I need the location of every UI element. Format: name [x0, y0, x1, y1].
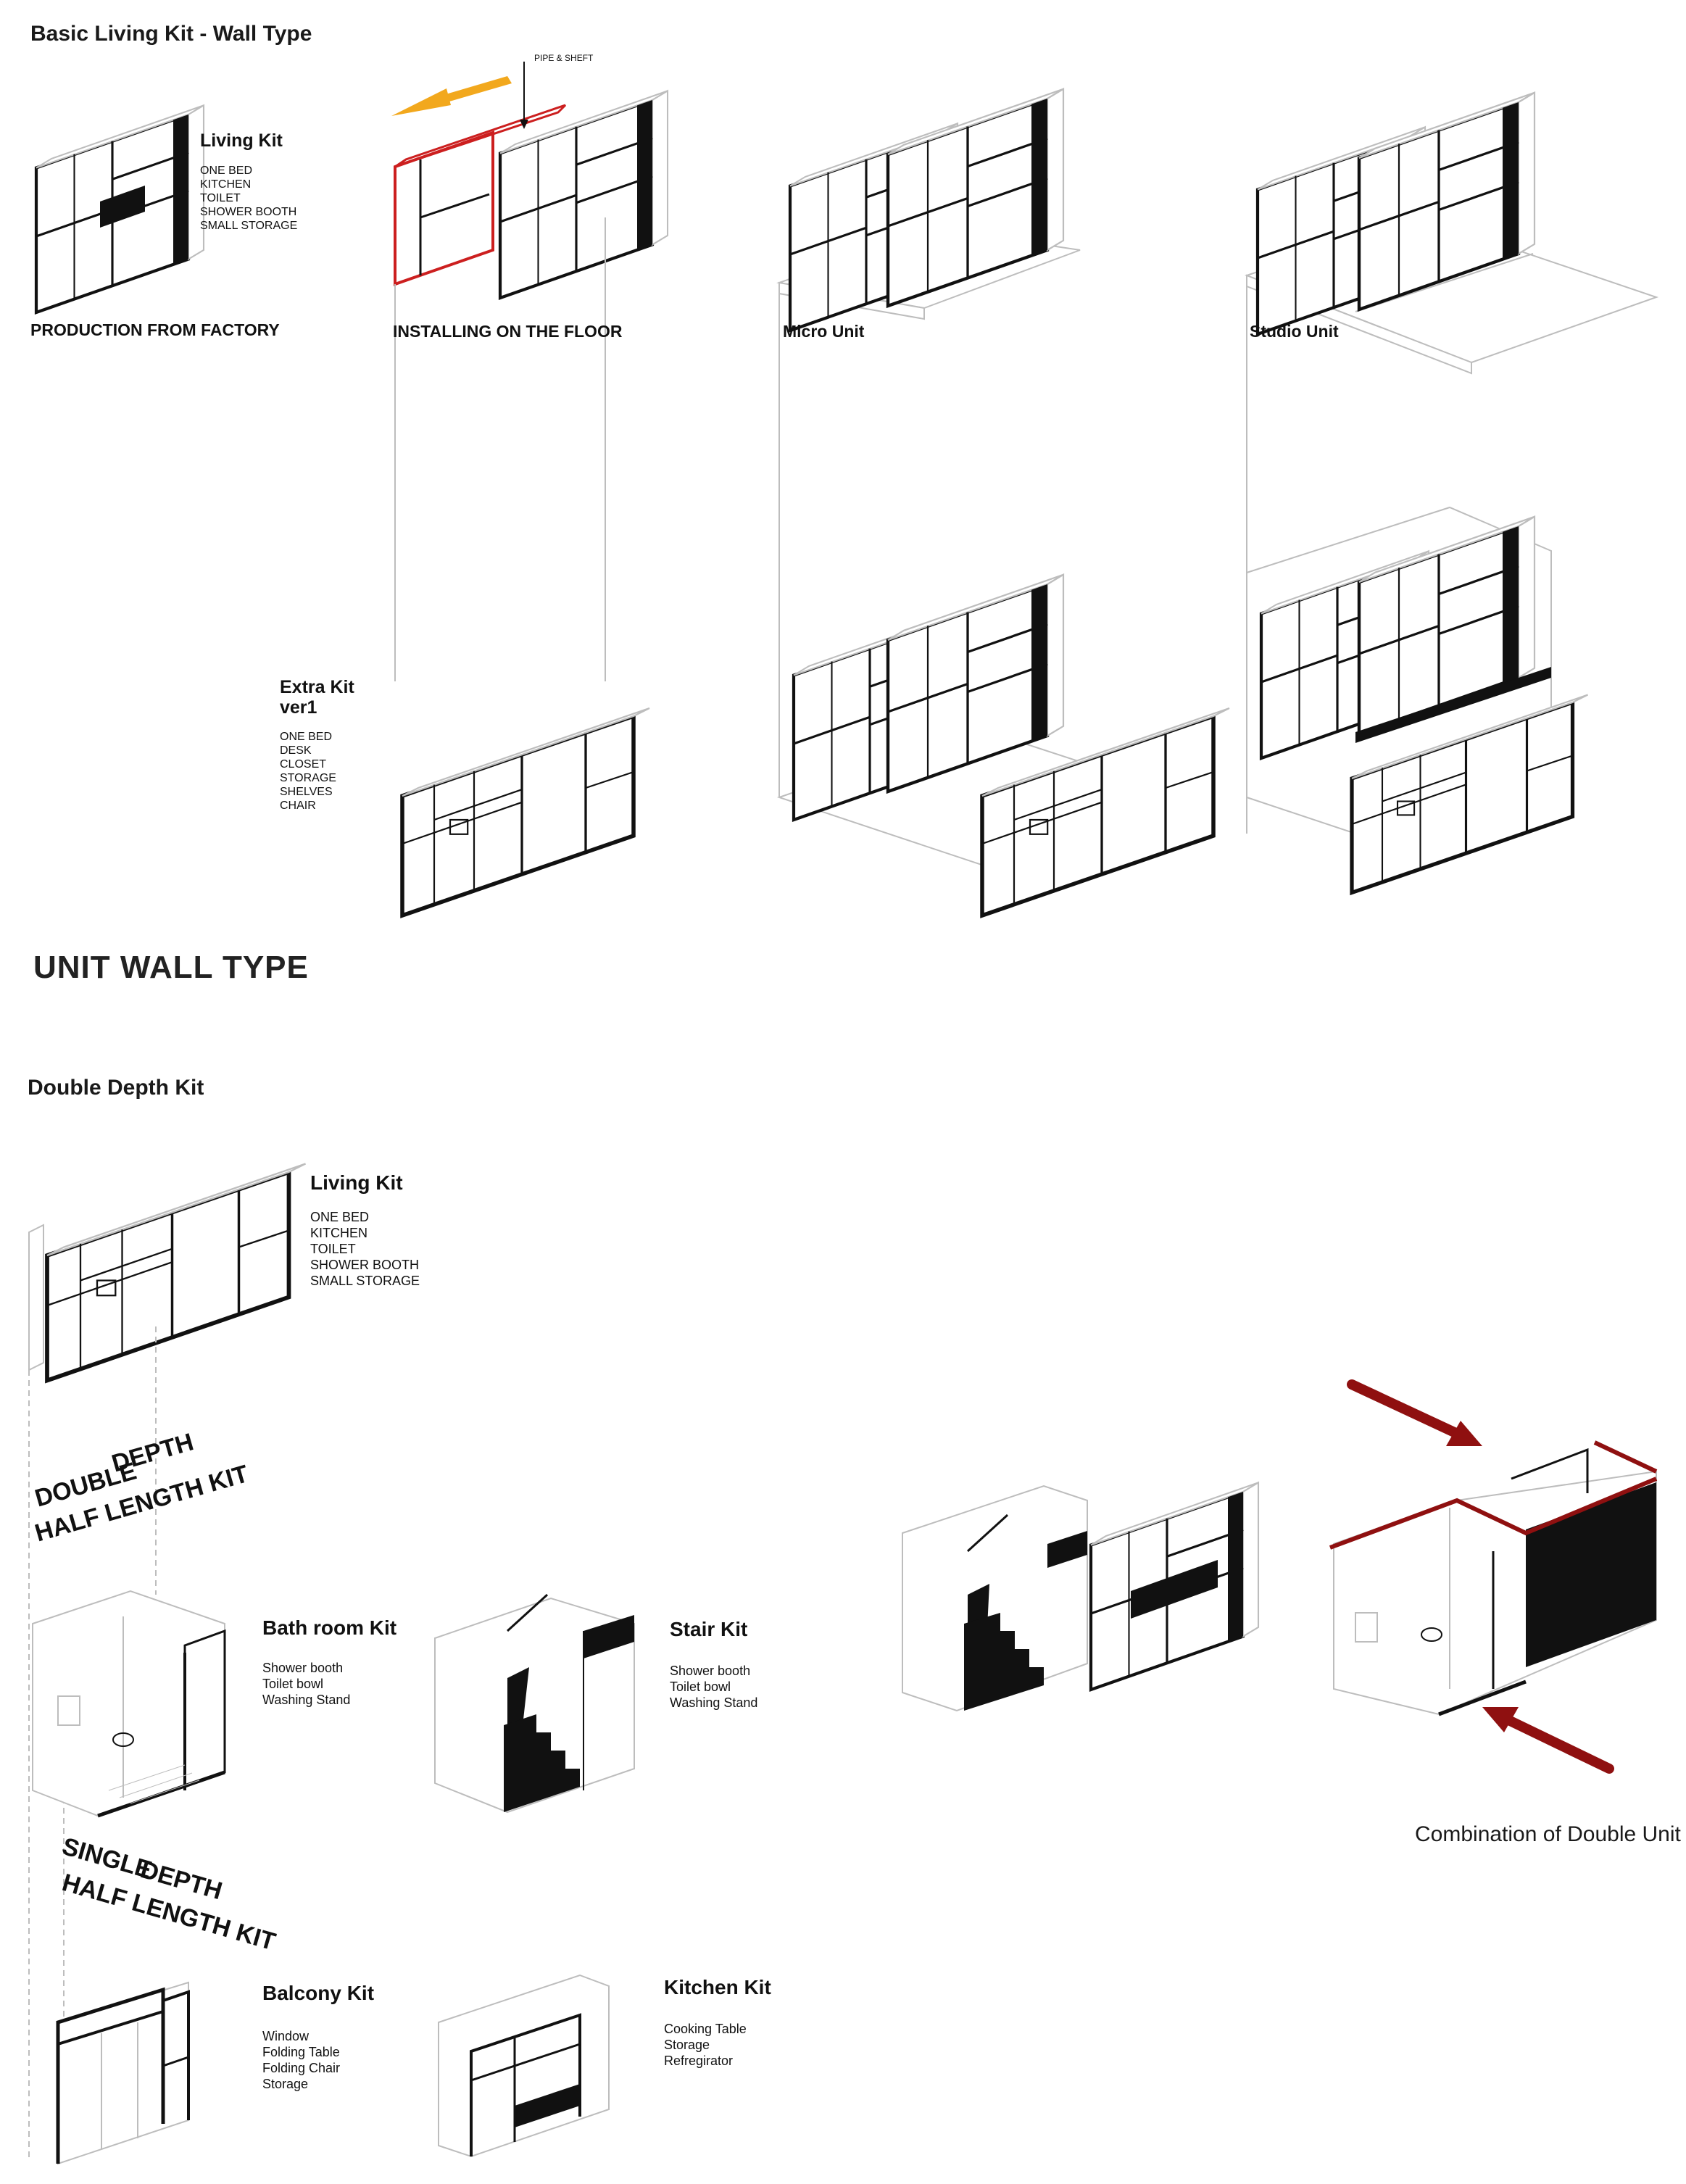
list-item: Storage [664, 2038, 710, 2052]
list-item: SMALL STORAGE [200, 220, 298, 232]
list-item: TOILET [310, 1242, 356, 1256]
list-item: SMALL STORAGE [310, 1274, 420, 1288]
balcony-kit-drawing [56, 1981, 190, 2165]
stair-kit-drawing [434, 1593, 635, 1814]
bathroom-kit-title: Bath room Kit [262, 1616, 397, 1639]
list-item: DESK [280, 744, 312, 757]
list-item: CLOSET [280, 758, 327, 771]
list-item: Shower booth [262, 1661, 344, 1675]
bottom-heading: Double Depth Kit [28, 1076, 204, 1100]
caption-micro-unit: Micro Unit [783, 322, 865, 341]
bottom-living-kit-title: Living Kit [310, 1171, 403, 1194]
list-item: CHAIR [280, 800, 316, 812]
balcony-kit-items: Window Folding Table Folding Chair Stora… [262, 2028, 340, 2092]
stair-kit-title: Stair Kit [670, 1618, 748, 1640]
extra-kit-drawing [402, 708, 649, 915]
list-item: SHOWER BOOTH [310, 1258, 420, 1272]
list-item: Toilet bowl [670, 1679, 731, 1694]
bathroom-kit-items: Shower booth Toilet bowl Washing Stand [262, 1660, 350, 1708]
top-living-kit-title: Living Kit [200, 130, 283, 151]
caption-production: PRODUCTION FROM FACTORY [30, 320, 280, 339]
caption-installing: INSTALLING ON THE FLOOR [393, 322, 623, 341]
production-kit-drawing [36, 105, 204, 312]
studio-unit-drawing [1245, 93, 1659, 893]
top-heading: Basic Living Kit - Wall Type [30, 22, 312, 46]
list-item: Folding Chair [262, 2061, 341, 2075]
list-item: Shower booth [670, 1664, 751, 1678]
arrow-in-bottom-icon [1482, 1707, 1614, 1774]
bathroom-kit-drawing [32, 1590, 226, 1818]
stair-kit-items: Shower booth Toilet bowl Washing Stand [670, 1663, 757, 1711]
installing-kit-drawing [391, 62, 668, 681]
combination-right-drawing [1329, 1440, 1658, 1716]
pipe-shaft-label: PIPE & SHEFT [534, 53, 594, 63]
list-item: ONE BED [310, 1210, 370, 1224]
extra-kit-items: ONE BED DESK CLOSET STORAGE SHELVES CHAI… [280, 730, 336, 813]
list-item: STORAGE [280, 772, 336, 784]
list-item: SHOWER BOOTH [200, 206, 297, 218]
kitchen-kit-items: Cooking Table Storage Refregirator [664, 2021, 747, 2069]
list-item: ONE BED [280, 731, 333, 743]
double-depth-living-kit-drawing [28, 1164, 306, 2160]
list-item: Folding Table [262, 2045, 340, 2059]
list-item: SHELVES [280, 786, 333, 798]
list-item: TOILET [200, 192, 241, 204]
top-living-kit-items: ONE BED KITCHEN TOILET SHOWER BOOTH SMAL… [200, 164, 297, 233]
combination-left-drawing [902, 1482, 1258, 1712]
balcony-kit-title: Balcony Kit [262, 1982, 375, 2004]
kitchen-kit-drawing [438, 1974, 610, 2158]
arrow-in-top-icon [1347, 1379, 1482, 1446]
extra-kit-title-line2: ver1 [280, 697, 317, 718]
micro-unit-drawing [776, 89, 1229, 915]
section-title: UNIT WALL TYPE [33, 950, 309, 985]
list-item: Refregirator [664, 2054, 734, 2068]
list-item: Washing Stand [262, 1693, 351, 1707]
list-item: KITCHEN [200, 178, 252, 191]
bottom-living-kit-items: ONE BED KITCHEN TOILET SHOWER BOOTH SMAL… [310, 1209, 420, 1289]
list-item: Washing Stand [670, 1695, 758, 1710]
caption-studio-unit: Studio Unit [1250, 322, 1339, 341]
list-item: Window [262, 2029, 310, 2043]
extra-kit-title-line1: Extra Kit [280, 677, 354, 697]
list-item: Toilet bowl [262, 1677, 324, 1691]
kitchen-kit-title: Kitchen Kit [664, 1976, 771, 1998]
combination-caption: Combination of Double Unit [1415, 1822, 1681, 1846]
list-item: Storage [262, 2077, 309, 2091]
list-item: Cooking Table [664, 2022, 747, 2036]
list-item: ONE BED [200, 165, 253, 177]
list-item: KITCHEN [310, 1226, 368, 1240]
